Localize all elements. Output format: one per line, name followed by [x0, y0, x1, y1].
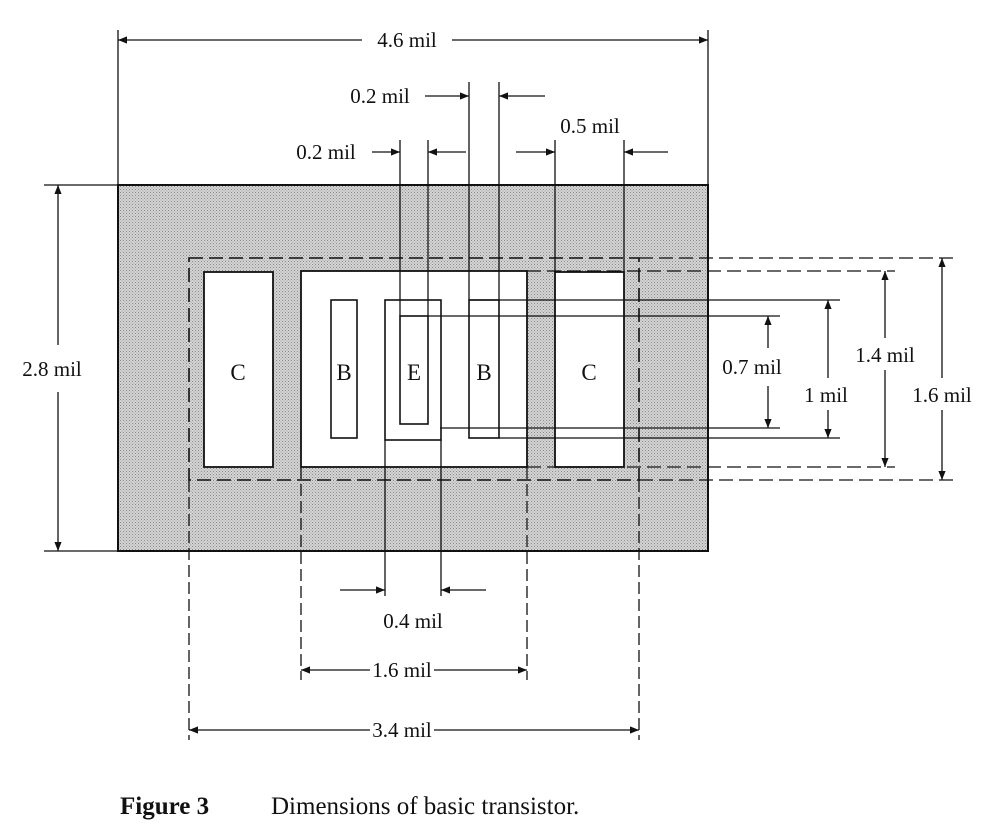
bottom-extension-lines — [188, 440, 640, 740]
dimension-arrows — [54, 36, 946, 734]
base-left-contact — [330, 299, 358, 439]
figure-number: Figure 3 — [120, 793, 209, 820]
emitter-contact — [399, 315, 429, 425]
dim-base-gap: 0.2 mil — [350, 84, 410, 108]
figure-caption: Dimensions of basic transistor. — [271, 793, 579, 820]
region-label-emitter: E — [407, 360, 421, 385]
dim-emitter-gap: 0.2 mil — [296, 140, 356, 164]
dim-base-height: 1 mil — [804, 383, 848, 407]
region-label-collector-right: C — [581, 360, 596, 385]
dim-emitter-height: 0.7 mil — [722, 355, 782, 379]
dim-isolation-width: 3.4 mil — [372, 718, 432, 742]
dim-collector-width: 0.5 mil — [560, 114, 620, 138]
dim-base-region-width: 1.6 mil — [372, 658, 432, 682]
top-extension-lines — [117, 30, 709, 316]
region-label-base-left: B — [336, 360, 351, 385]
side-extension-lines — [44, 184, 955, 552]
collector-left-contact — [203, 271, 274, 468]
dim-base-diffusion-height: 1.4 mil — [855, 343, 915, 367]
region-label-base-right: B — [476, 360, 491, 385]
isolation-boundary — [188, 257, 640, 481]
dim-isolation-height: 1.6 mil — [912, 383, 972, 407]
dim-emitter-width: 0.4 mil — [383, 609, 443, 633]
base-right-contact — [468, 299, 500, 439]
dim-overall-width: 4.6 mil — [377, 28, 437, 52]
region-label-collector-left: C — [230, 360, 245, 385]
dim-overall-height: 2.8 mil — [22, 357, 82, 381]
